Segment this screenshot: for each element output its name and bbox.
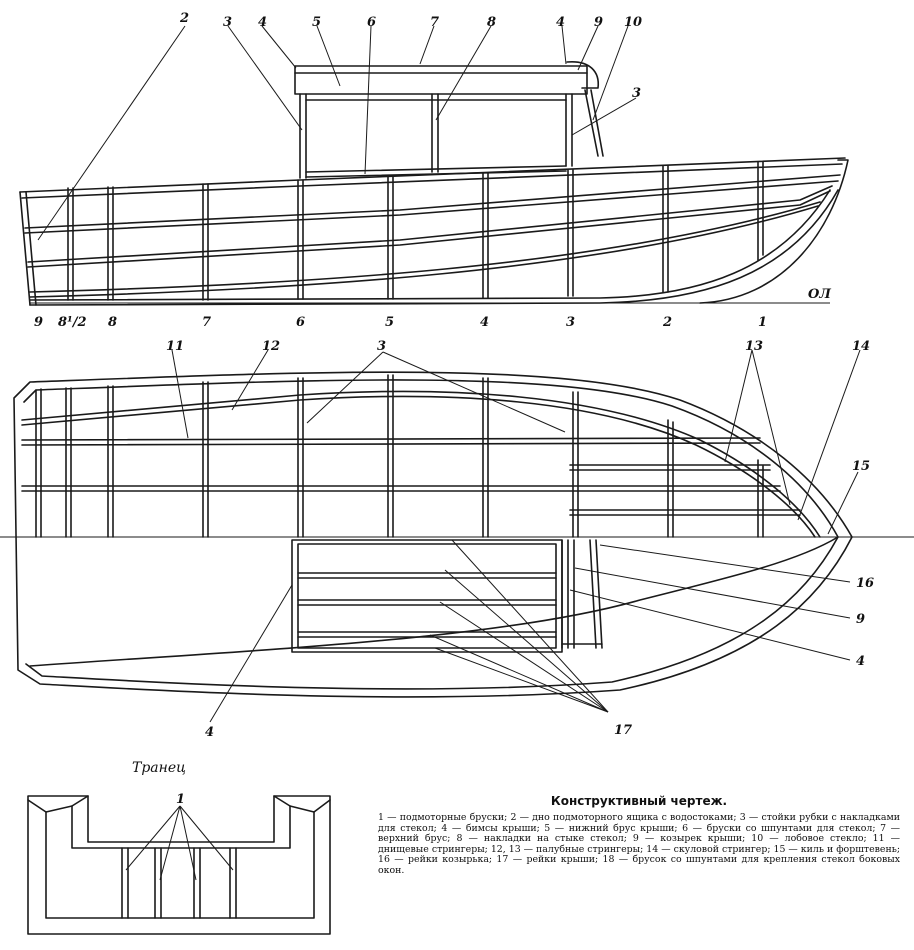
baseline-label: ОЛ <box>808 287 831 302</box>
caption-title: Конструктивный чертеж. <box>550 794 728 808</box>
station-9: 9 <box>34 315 43 330</box>
station-4: 4 <box>480 315 489 330</box>
label-12: 12 <box>262 339 280 354</box>
label-14: 14 <box>852 339 870 354</box>
label-4b: 4 <box>556 15 565 30</box>
label-17: 17 <box>614 723 632 738</box>
label-3: 3 <box>223 15 232 30</box>
profile-station-labels: 9 8¹/2 8 7 6 5 4 3 2 1 <box>34 315 767 330</box>
label-11: 11 <box>166 339 184 354</box>
station-2: 2 <box>662 315 672 330</box>
station-5: 5 <box>385 315 394 330</box>
label-4: 4 <box>258 15 267 30</box>
transom-label-1: 1 <box>176 792 185 807</box>
profile-leaders <box>37 25 637 241</box>
label-7: 7 <box>430 15 439 30</box>
station-8-half: 8¹/2 <box>58 315 87 330</box>
label-10: 10 <box>624 15 642 30</box>
label-9: 9 <box>594 15 603 30</box>
plan-leaders <box>171 349 861 723</box>
plan-labels: 11 12 3 13 14 15 16 9 4 4 17 <box>166 339 874 740</box>
label-15: 15 <box>852 459 870 474</box>
label-9-plan: 9 <box>856 612 865 627</box>
label-5: 5 <box>312 15 321 30</box>
label-2: 2 <box>179 11 189 26</box>
label-13: 13 <box>745 339 763 354</box>
profile-view: 2 3 4 5 6 7 8 4 9 10 3 9 8¹/2 8 7 6 5 4 … <box>19 11 849 330</box>
cabin-frame <box>294 61 604 179</box>
caption-text: 1 — подмоторные бруски; 2 — дно подмотор… <box>378 812 900 876</box>
station-8: 8 <box>108 315 117 330</box>
station-6: 6 <box>296 315 305 330</box>
plan-frames <box>35 374 764 538</box>
station-1: 1 <box>758 315 767 330</box>
label-6: 6 <box>367 15 376 30</box>
station-3: 3 <box>566 315 575 330</box>
profile-top-labels: 2 3 4 5 6 7 8 4 9 10 3 <box>179 11 642 101</box>
roof-plan <box>291 539 603 653</box>
station-7: 7 <box>202 315 211 330</box>
plan-view: 11 12 3 13 14 15 16 9 4 4 17 <box>0 339 914 740</box>
caption: Конструктивный чертеж. 1 — подмоторные б… <box>378 794 900 877</box>
label-4-plan-right: 4 <box>856 654 865 669</box>
label-8: 8 <box>487 15 496 30</box>
label-3b: 3 <box>632 86 641 101</box>
profile-frames <box>67 161 764 301</box>
label-4-plan-left: 4 <box>205 725 214 740</box>
label-16: 16 <box>856 576 874 591</box>
transom-title: Транец <box>132 760 186 776</box>
transom-view: 1 <box>27 792 331 935</box>
label-3-plan: 3 <box>377 339 386 354</box>
